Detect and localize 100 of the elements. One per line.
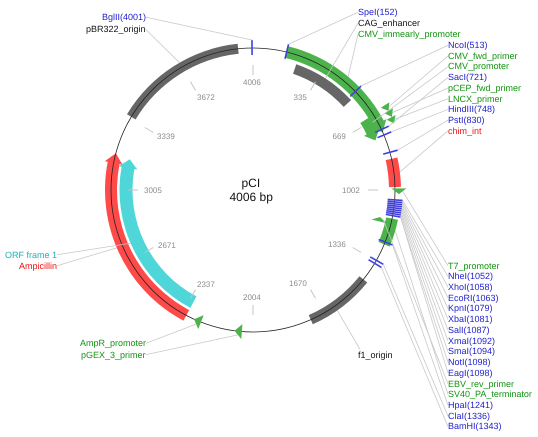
feature-arc [378,217,398,247]
feature-label: ORF frame 1 [5,250,58,260]
feature-label: pBR322_origin [86,24,146,34]
scale-number: 2004 [243,293,261,303]
leader-line [394,98,448,120]
scale-number: 1002 [342,186,360,196]
feature-triangle [384,108,393,117]
restriction-site-label: BglII(4001) [102,12,146,22]
scale-number: 669 [332,132,346,142]
restriction-site-label: PstI(830) [448,114,485,126]
restriction-site-mark [387,200,403,204]
leader-line [388,56,448,108]
restriction-site-label: BamHI(1343) [448,421,502,432]
feature-label: EBV_rev_primer [448,378,514,390]
restriction-site-mark [370,256,384,266]
restriction-site-mark [386,212,402,216]
feature-label: pGEX_3_primer [81,350,146,360]
leader-line [145,334,238,356]
restriction-site-label: XmaI(1092) [448,336,496,346]
restriction-site-label: NheI(1052) [448,271,494,282]
feature-label: pCEP_fwd_primer [448,82,522,94]
leader-line [360,44,448,86]
feature-label: Ampicillin [19,260,58,271]
leader-line [400,130,448,172]
restriction-site-mark [386,208,402,212]
scale-number: 1336 [328,240,346,250]
feature-triangle [380,102,390,111]
feature-arc [293,64,352,107]
feature-arc [118,159,196,308]
leader-line [372,66,448,123]
feature-label: AmpR_promoter [80,338,146,348]
scale-number: 3339 [157,132,175,142]
scale-number: 3672 [197,93,215,103]
feature-label: LNCX_primer [448,94,503,104]
leader-line [392,244,448,406]
scale-number: 4006 [243,78,261,88]
feature-arc [104,153,190,321]
leader-line [145,28,180,64]
feature-label: f1_origin [358,350,393,360]
scale-number: 335 [294,93,307,103]
feature-label: CMV_promoter [448,61,510,72]
feature-arc [386,157,401,188]
feature-label: SV40_PA_terminator [448,389,532,400]
restriction-site-label: SalI(1087) [448,324,490,336]
restriction-site-mark [382,149,398,155]
restriction-site-label: EcoRI(1063) [448,292,499,304]
restriction-site-mark [386,206,402,210]
restriction-site-label: XhoI(1058) [448,282,493,292]
leader-line [388,76,448,127]
scale-number: 1670 [289,279,307,289]
restriction-site-mark [387,204,402,208]
restriction-site-label: SpeI(152) [358,7,398,18]
scale-number: 2337 [197,280,215,290]
leader-line [146,16,252,40]
restriction-site-mark [388,198,403,202]
leader-line [383,220,448,384]
restriction-site-label: SacI(721) [448,72,488,83]
leader-line [392,88,448,114]
restriction-site-mark [374,125,390,134]
feature-arc [127,44,239,120]
feature-label: CMV_immearly_promoter [358,29,461,40]
restriction-site-mark [251,40,253,55]
scale-number: 3005 [144,186,162,196]
scale-number: 2671 [158,241,176,251]
restriction-site-mark [386,214,401,218]
feature-label: chim_int [448,126,482,136]
restriction-site-label: NcoI(513) [448,40,488,50]
feature-triangle [392,188,406,194]
leader-line [56,242,131,256]
leader-line [394,230,448,395]
restriction-site-label: XbaI(1081) [448,314,493,325]
leader-line [348,34,358,78]
feature-arc [360,117,380,141]
feature-arc [308,276,368,324]
restriction-site-label: HindIII(748) [448,104,496,115]
restriction-site-label: KpnI(1079) [448,303,493,314]
restriction-site-mark [368,259,382,268]
restriction-site-label: HpaI(1241) [448,400,494,410]
plasmid-name: pCI [242,176,260,190]
feature-triangle [194,315,204,330]
plasmid-size: 4006 bp [230,190,273,204]
restriction-site-label: NotI(1098) [448,357,491,368]
leader-line [56,247,118,266]
feature-label: T7_promoter [448,260,500,271]
leader-line [325,22,358,79]
leader-line [390,109,448,132]
feature-label: CAG_enhancer [358,18,420,28]
restriction-site-label: ClaI(1336) [448,410,490,422]
restriction-site-label: EagI(1098) [448,368,493,378]
feature-triangle [234,324,242,340]
restriction-site-mark [387,202,402,206]
restriction-site-mark [377,131,392,138]
leader-line [288,12,358,45]
leader-line [397,120,448,151]
restriction-site-mark [284,44,290,60]
restriction-site-label: SmaI(1094) [448,346,496,357]
feature-triangle [386,115,396,124]
leader-line [336,310,360,350]
leader-line [146,324,197,344]
restriction-site-mark [386,210,402,214]
